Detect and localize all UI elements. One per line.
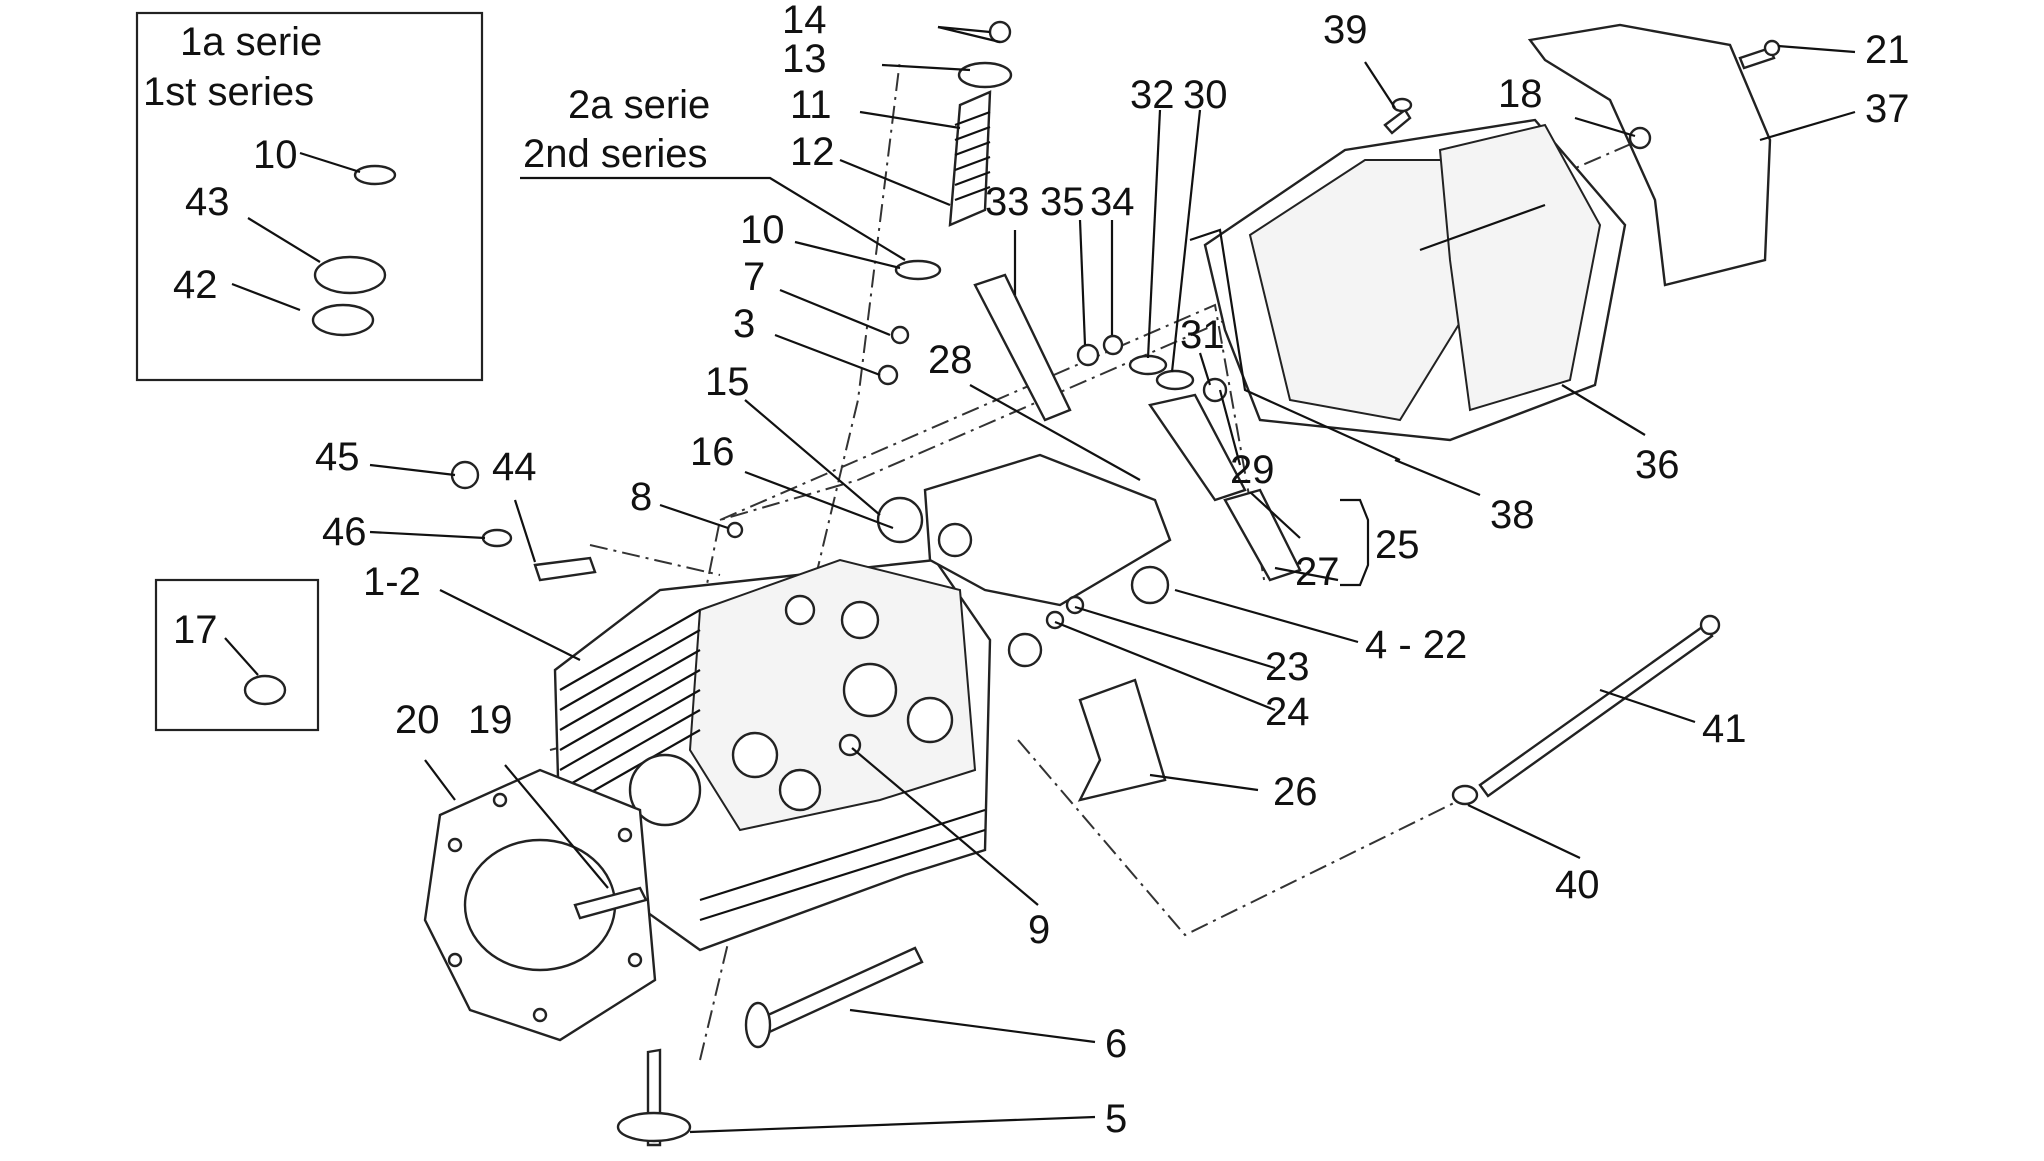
head-cover [1189, 118, 1627, 462]
cylinder-head [553, 558, 992, 952]
label-32: 32 [1130, 73, 1175, 117]
label-21: 21 [1865, 28, 1910, 72]
caption-series2-it: 2a serie [568, 83, 710, 127]
label-24: 24 [1265, 690, 1310, 734]
label-1-2: 1-2 [363, 560, 421, 604]
label-29: 29 [1230, 448, 1275, 492]
label-20: 20 [395, 698, 440, 742]
label-15: 15 [705, 360, 750, 404]
valves [616, 946, 924, 1147]
caption-series1-en: 1st series [143, 70, 314, 114]
head-gasket [423, 768, 657, 1042]
label-4-22: 4 - 22 [1365, 623, 1467, 667]
label-34: 34 [1090, 180, 1135, 224]
label-31: 31 [1180, 313, 1225, 357]
caption-series2-en: 2nd series [523, 132, 708, 176]
label-28: 28 [928, 338, 973, 382]
tie-rod [1451, 614, 1721, 806]
label-5: 5 [1105, 1097, 1127, 1141]
leader-lines [224, 25, 1856, 1134]
label-8: 8 [630, 475, 652, 519]
label-42: 42 [173, 263, 218, 307]
label-46: 46 [322, 510, 367, 554]
label-45: 45 [315, 435, 360, 479]
label-41: 41 [1702, 707, 1747, 751]
label-39: 39 [1323, 8, 1368, 52]
first-series-inset [135, 11, 484, 382]
captions: 1a serie 1st series 2a serie 2nd series [143, 20, 710, 176]
label-7: 7 [743, 255, 765, 299]
label-37: 37 [1865, 87, 1910, 131]
pushrods [973, 273, 1302, 582]
part-17-inset [154, 578, 320, 732]
cover-screws [1383, 39, 1781, 150]
label-36: 36 [1635, 443, 1680, 487]
rocker-shaft-parts [1076, 334, 1247, 502]
label-6: 6 [1105, 1022, 1127, 1066]
label-33: 33 [985, 180, 1030, 224]
label-9: 9 [1028, 908, 1050, 952]
label-25: 25 [1375, 523, 1420, 567]
label-43: 43 [185, 180, 230, 224]
caption-series1-it: 1a serie [180, 20, 322, 64]
label-35: 35 [1040, 180, 1085, 224]
label-23: 23 [1265, 645, 1310, 689]
part-labels: 14 13 11 12 10 7 3 15 16 8 45 44 46 1-2 … [173, 0, 1910, 1141]
label-10-first-series: 10 [253, 133, 298, 177]
label-38: 38 [1490, 493, 1535, 537]
label-30: 30 [1183, 73, 1228, 117]
label-18: 18 [1498, 72, 1543, 116]
label-10: 10 [740, 208, 785, 252]
label-19: 19 [468, 698, 513, 742]
label-26: 26 [1273, 770, 1318, 814]
label-11: 11 [790, 83, 832, 127]
label-12: 12 [790, 130, 835, 174]
label-17: 17 [173, 608, 218, 652]
label-13: 13 [782, 37, 827, 81]
rocker-support [876, 453, 1172, 668]
label-14: 14 [782, 0, 827, 42]
small-fasteners [243, 460, 744, 706]
first-series-parts [311, 164, 397, 337]
label-3: 3 [733, 302, 755, 346]
label-27: 27 [1295, 550, 1340, 594]
valve-spring-stack [877, 20, 1013, 386]
stud [573, 886, 648, 920]
rocker-arm [1077, 678, 1167, 802]
label-40: 40 [1555, 863, 1600, 907]
cover-guard [1527, 23, 1772, 287]
label-16: 16 [690, 430, 735, 474]
label-44: 44 [492, 445, 537, 489]
